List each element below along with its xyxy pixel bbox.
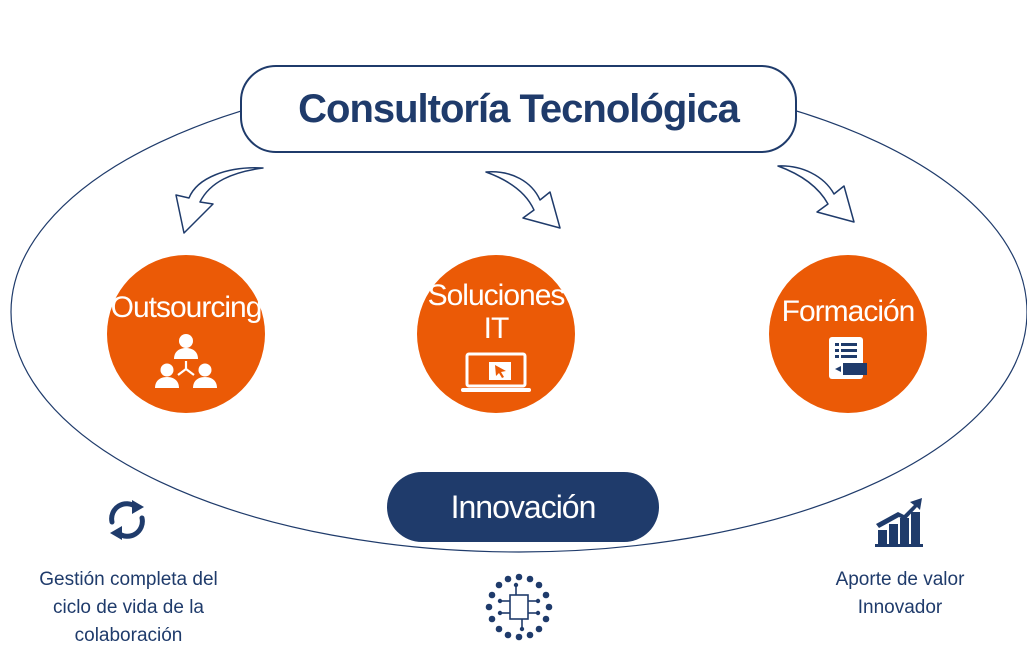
benefit-left-line-3: colaboración bbox=[74, 625, 183, 646]
service-outsourcing-label: Outsourcing bbox=[110, 291, 263, 324]
arrow-to-soluciones-icon bbox=[485, 171, 561, 229]
service-formacion-label: Formación bbox=[781, 295, 916, 328]
benefit-left-line-2: ciclo de vida de la bbox=[52, 597, 205, 618]
service-formacion: Formación bbox=[769, 255, 927, 413]
arrow-to-outsourcing-icon bbox=[175, 167, 264, 234]
benefit-right-caption: Aporte de valor Innovador bbox=[790, 566, 1010, 622]
training-document-icon bbox=[829, 337, 867, 379]
circuit-chip-icon bbox=[485, 573, 553, 641]
service-soluciones-label-line2: IT bbox=[483, 312, 510, 345]
service-soluciones-it: Soluciones IT bbox=[417, 255, 575, 413]
benefit-right-line-2: Innovador bbox=[857, 597, 943, 618]
page-title: Consultoría Tecnológica bbox=[298, 86, 740, 131]
service-outsourcing: Outsourcing bbox=[107, 255, 265, 413]
title-box: Consultoría Tecnológica bbox=[240, 65, 797, 153]
service-soluciones-label-line1: Soluciones bbox=[427, 279, 566, 312]
benefit-left-line-1: Gestión completa del bbox=[39, 569, 218, 590]
innovation-pill: Innovación bbox=[387, 472, 659, 542]
team-network-icon bbox=[155, 334, 217, 388]
bar-chart-growth-icon bbox=[875, 498, 923, 547]
arrow-to-formacion-icon bbox=[777, 165, 855, 223]
innovation-label: Innovación bbox=[450, 488, 597, 525]
laptop-cursor-icon bbox=[461, 352, 531, 392]
benefit-right-line-1: Aporte de valor bbox=[835, 569, 965, 590]
benefit-left-caption: Gestión completa del ciclo de vida de la… bbox=[16, 566, 241, 650]
cycle-arrows-icon bbox=[109, 500, 145, 540]
